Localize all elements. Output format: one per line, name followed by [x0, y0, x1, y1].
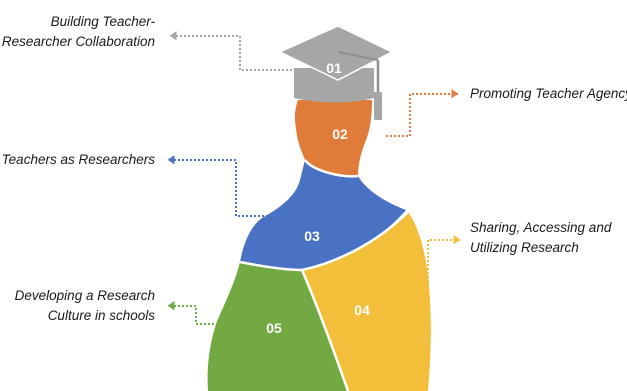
segment-01-cap-base	[294, 68, 374, 103]
connector-03	[168, 159, 268, 217]
connector-01	[170, 35, 292, 71]
connector-05	[168, 305, 222, 325]
connector-04	[414, 239, 460, 313]
segment-04-shape	[302, 212, 431, 391]
segment-04-label: Sharing, Accessing and Utilizing Researc…	[470, 218, 611, 258]
connector-02	[386, 93, 458, 137]
segment-05-label-line-1: Developing a Research	[14, 288, 155, 303]
segment-05-label-line-2: Culture in schools	[47, 308, 155, 323]
segment-04-label-line-1: Sharing, Accessing and	[470, 220, 612, 235]
segment-04-label-line-2: Utilizing Research	[470, 240, 579, 255]
segment-01-label-line-2: Researcher Collaboration	[1, 34, 155, 49]
segment-01-label-line-1: Building Teacher-	[50, 14, 155, 29]
segment-05-shape	[207, 262, 348, 391]
tassel-icon	[374, 92, 382, 120]
segment-05-number: 05	[266, 320, 282, 336]
segment-03-shape	[240, 160, 406, 270]
segment-01-label: Building Teacher- Researcher Collaborati…	[2, 12, 155, 52]
segment-03-number: 03	[304, 228, 320, 244]
segment-03-label: Teachers as Researchers	[2, 150, 155, 170]
segment-02-shape	[294, 100, 372, 177]
segment-04-number: 04	[354, 302, 370, 318]
segment-01-shape	[278, 25, 394, 81]
segment-05-label: Developing a Research Culture in schools	[15, 286, 155, 326]
segment-02-label-line-1: Promoting Teacher Agency	[470, 86, 627, 101]
segment-01-number: 01	[326, 60, 342, 76]
segment-02-number: 02	[332, 126, 348, 142]
segment-03-label-line-1: Teachers as Researchers	[1, 152, 155, 167]
segment-02-label: Promoting Teacher Agency	[470, 84, 627, 104]
